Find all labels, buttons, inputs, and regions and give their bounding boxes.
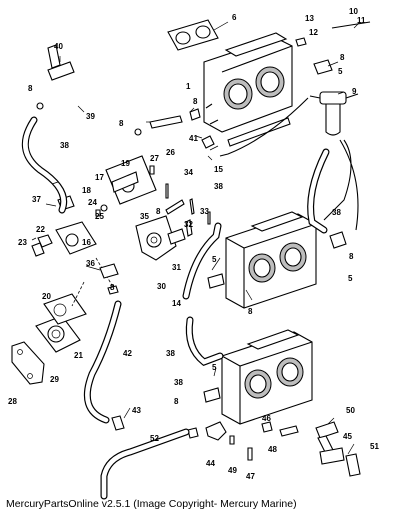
callout-34: 34 [184, 168, 193, 177]
callout-42: 42 [123, 349, 132, 358]
fuel-pump-assembly [11, 155, 177, 385]
callout-31: 31 [172, 263, 181, 272]
carburetor-lower [221, 329, 313, 425]
callout-37: 37 [32, 195, 41, 204]
callout-9: 9 [352, 87, 357, 96]
callout-8-g: 8 [110, 283, 115, 292]
callout-49: 49 [228, 466, 237, 475]
callout-23: 23 [18, 238, 27, 247]
image-caption: MercuryPartsOnline v2.5.1 (Image Copyrig… [6, 498, 297, 510]
callout-8-f: 8 [349, 252, 354, 261]
callout-48: 48 [268, 445, 277, 454]
callout-52: 52 [150, 434, 159, 443]
callout-25: 25 [95, 212, 104, 221]
callout-39: 39 [86, 112, 95, 121]
callout-33: 33 [200, 207, 209, 216]
callout-12: 12 [309, 28, 318, 37]
callout-40: 40 [54, 42, 63, 51]
callout-50: 50 [346, 406, 355, 415]
callout-8-d: 8 [119, 119, 124, 128]
carburetor-upper [167, 19, 293, 147]
callout-38-a: 38 [60, 141, 69, 150]
callout-5-d: 5 [212, 363, 217, 372]
callout-28: 28 [8, 397, 17, 406]
callout-8-h: 8 [248, 307, 253, 316]
callout-46: 46 [262, 414, 271, 423]
callout-38-c: 38 [332, 208, 341, 217]
callout-8-i: 8 [174, 397, 179, 406]
callout-8-b: 8 [28, 84, 33, 93]
callout-6: 6 [232, 13, 237, 22]
callout-8-c: 8 [193, 97, 198, 106]
callout-38-b: 38 [214, 182, 223, 191]
callout-19: 19 [121, 159, 130, 168]
callout-22: 22 [36, 225, 45, 234]
callout-26: 26 [166, 148, 175, 157]
callout-38-e: 38 [174, 378, 183, 387]
callout-5-b: 5 [212, 255, 217, 264]
small-fittings [31, 21, 371, 477]
callout-17: 17 [95, 173, 104, 182]
callout-45: 45 [343, 432, 352, 441]
callout-15: 15 [214, 165, 223, 174]
callout-44: 44 [206, 459, 215, 468]
callout-21: 21 [74, 351, 83, 360]
callout-18: 18 [82, 186, 91, 195]
callout-20: 20 [42, 292, 51, 301]
callout-13: 13 [305, 14, 314, 23]
leader-lines [31, 21, 361, 455]
callout-36: 36 [86, 259, 95, 268]
callout-27: 27 [150, 154, 159, 163]
callout-51: 51 [370, 442, 379, 451]
callout-43: 43 [132, 406, 141, 415]
callout-10: 10 [349, 7, 358, 16]
fuel-filter [309, 91, 359, 136]
callout-5-c: 5 [348, 274, 353, 283]
fuel-hoses [21, 97, 359, 500]
callout-16: 16 [82, 238, 91, 247]
callout-11: 11 [357, 16, 366, 25]
callout-1: 1 [186, 82, 191, 91]
part-callouts: 6 13 10 11 12 8 5 9 40 8 39 1 8 8 41 38 … [8, 7, 379, 481]
callout-32: 32 [184, 220, 193, 229]
callout-47: 47 [246, 472, 255, 481]
callout-38-d: 38 [166, 349, 175, 358]
callout-35: 35 [140, 212, 149, 221]
callout-29: 29 [50, 375, 59, 384]
callout-5-a: 5 [338, 67, 343, 76]
callout-8-e: 8 [156, 207, 161, 216]
callout-24: 24 [88, 198, 97, 207]
callout-14: 14 [172, 299, 181, 308]
callout-30: 30 [157, 282, 166, 291]
carburetor-middle [225, 211, 317, 309]
callout-8-a: 8 [340, 53, 345, 62]
callout-41: 41 [189, 134, 198, 143]
